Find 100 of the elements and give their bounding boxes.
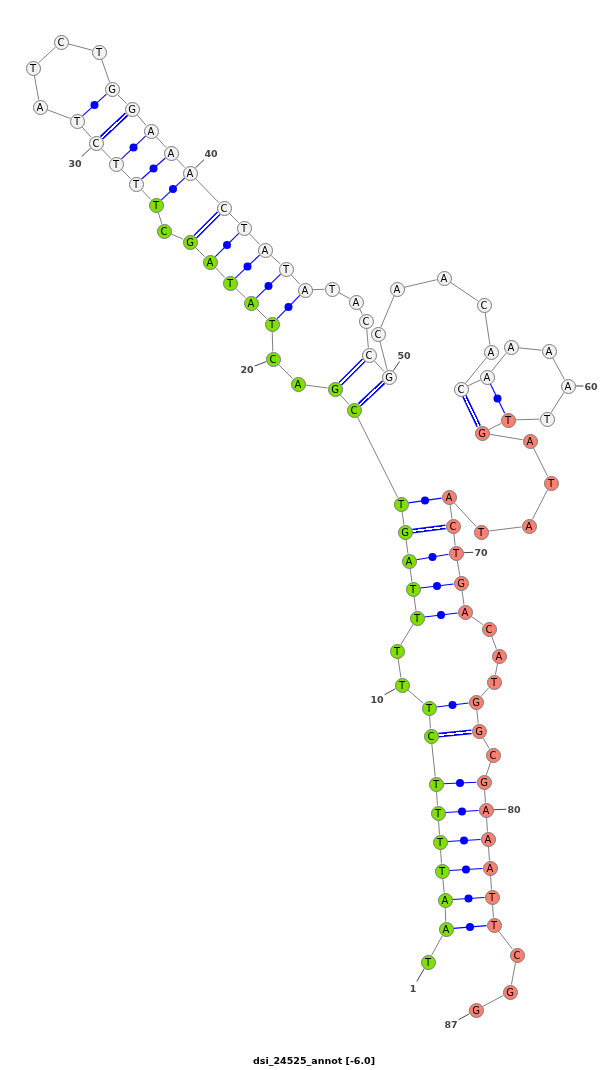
backbone-line — [38, 46, 56, 64]
leader-line — [493, 808, 507, 811]
backbone-line — [67, 43, 93, 51]
backbone-line — [482, 737, 490, 749]
backbone-line — [480, 687, 490, 697]
position-number: 1 — [409, 982, 417, 994]
nucleotide-circle: T — [434, 863, 450, 879]
nucleotide-circle: T — [222, 275, 238, 291]
nucleotide-circle: C — [476, 297, 492, 313]
backbone-line — [170, 233, 184, 240]
nucleotide-circle: A — [438, 921, 454, 937]
nucleotide-circle: T — [432, 834, 448, 850]
backbone-line — [490, 875, 492, 890]
backbone-line — [436, 791, 438, 806]
nucleotide-circle: G — [182, 234, 198, 250]
nucleotide-circle: C — [361, 347, 377, 363]
backbone-line — [270, 254, 281, 265]
nucleotide-circle: C — [53, 34, 69, 50]
backbone-line — [492, 904, 494, 918]
nucleotide-circle: A — [441, 489, 457, 505]
nucleotide-circle: T — [108, 156, 124, 172]
backbone-line — [407, 689, 424, 704]
backbone-line — [356, 416, 399, 498]
nucleotide-circle: C — [265, 351, 281, 367]
nucleotide-circle: A — [437, 892, 453, 908]
nucleotide-circle: A — [436, 270, 452, 286]
base-pair-line — [438, 729, 472, 738]
nucleotide-circle: A — [348, 294, 364, 310]
backbone-line — [33, 74, 40, 101]
backbone-line — [488, 422, 502, 431]
backbone-line — [338, 292, 350, 299]
nucleotide-circle: T — [389, 643, 405, 659]
leader-line — [254, 361, 267, 367]
position-number: 10 — [370, 693, 384, 705]
nucleotide-circle: T — [486, 917, 502, 933]
nucleotide-circle: G — [397, 524, 413, 540]
backbone-line — [532, 447, 549, 477]
base-pair-line — [412, 524, 446, 534]
nucleotide-circle: T — [421, 700, 437, 716]
nucleotide-circle: A — [257, 242, 273, 258]
backbone-line — [277, 363, 294, 380]
nucleotide-circle: A — [522, 433, 538, 449]
nucleotide-circle: T — [91, 44, 107, 60]
backbone-line — [550, 391, 565, 414]
position-number: 60 — [584, 380, 598, 392]
nucleotide-circle: G — [476, 774, 492, 790]
backbone-line — [214, 266, 226, 279]
backbone-line — [488, 846, 490, 861]
nucleotide-circle: A — [182, 165, 198, 181]
backbone-line — [409, 567, 413, 583]
nucleotide-circle: T — [484, 889, 500, 905]
backbone-line — [401, 510, 405, 526]
backbone-line — [234, 287, 247, 299]
backbone-line — [498, 930, 513, 950]
backbone-line — [140, 188, 152, 201]
backbone-line — [81, 126, 92, 138]
nucleotide-circle: A — [389, 281, 405, 297]
leader-line — [384, 688, 396, 696]
nucleotide-circle: C — [370, 326, 386, 342]
base-pair-line — [357, 380, 386, 407]
nucleotide-circle: A — [202, 254, 218, 270]
leader-line — [194, 159, 205, 169]
backbone-line — [403, 279, 438, 288]
nucleotide-circle: C — [156, 223, 172, 239]
nucleotide-circle: G — [453, 575, 469, 591]
nucleotide-circle: G — [327, 381, 343, 397]
nucleotide-circle: T — [25, 60, 41, 76]
nucleotide-circle: A — [32, 99, 48, 115]
nucleotide-circle: C — [423, 728, 439, 744]
nucleotide-circle: T — [393, 496, 409, 512]
leader-line — [575, 385, 584, 387]
nucleotide-circle: A — [491, 648, 507, 664]
backbone-line — [476, 708, 479, 725]
nucleotide-circle: C — [453, 381, 469, 397]
nucleotide-circle: A — [483, 344, 499, 360]
leader-line — [463, 551, 474, 554]
backbone-line — [101, 58, 110, 83]
base-pair-line — [193, 211, 221, 239]
backbone-line — [397, 657, 402, 679]
leader-line — [458, 1013, 470, 1021]
backbone-line — [491, 635, 497, 650]
backbone-line — [380, 295, 395, 328]
nucleotide-circle: G — [471, 723, 487, 739]
backbone-line — [100, 147, 112, 160]
nucleotide-circle: A — [560, 378, 576, 394]
backbone-line — [488, 433, 524, 441]
nucleotide-circle: G — [474, 425, 490, 441]
leader-line — [81, 147, 92, 157]
backbone-line — [405, 538, 409, 555]
backbone-line — [431, 742, 436, 778]
nucleotide-circle: A — [482, 860, 498, 876]
nucleotide-circle: T — [486, 674, 502, 690]
nucleotide-circle: G — [468, 1002, 484, 1018]
nucleotide-circle: A — [143, 123, 159, 139]
nucleotide-circle: T — [264, 316, 280, 332]
backbone-line — [517, 347, 543, 351]
nucleotide-circle: T — [543, 475, 559, 491]
nucleotide-circle: T — [148, 197, 164, 213]
nucleotide-circle: T — [324, 281, 340, 297]
nucleotide-circle: T — [539, 411, 555, 427]
